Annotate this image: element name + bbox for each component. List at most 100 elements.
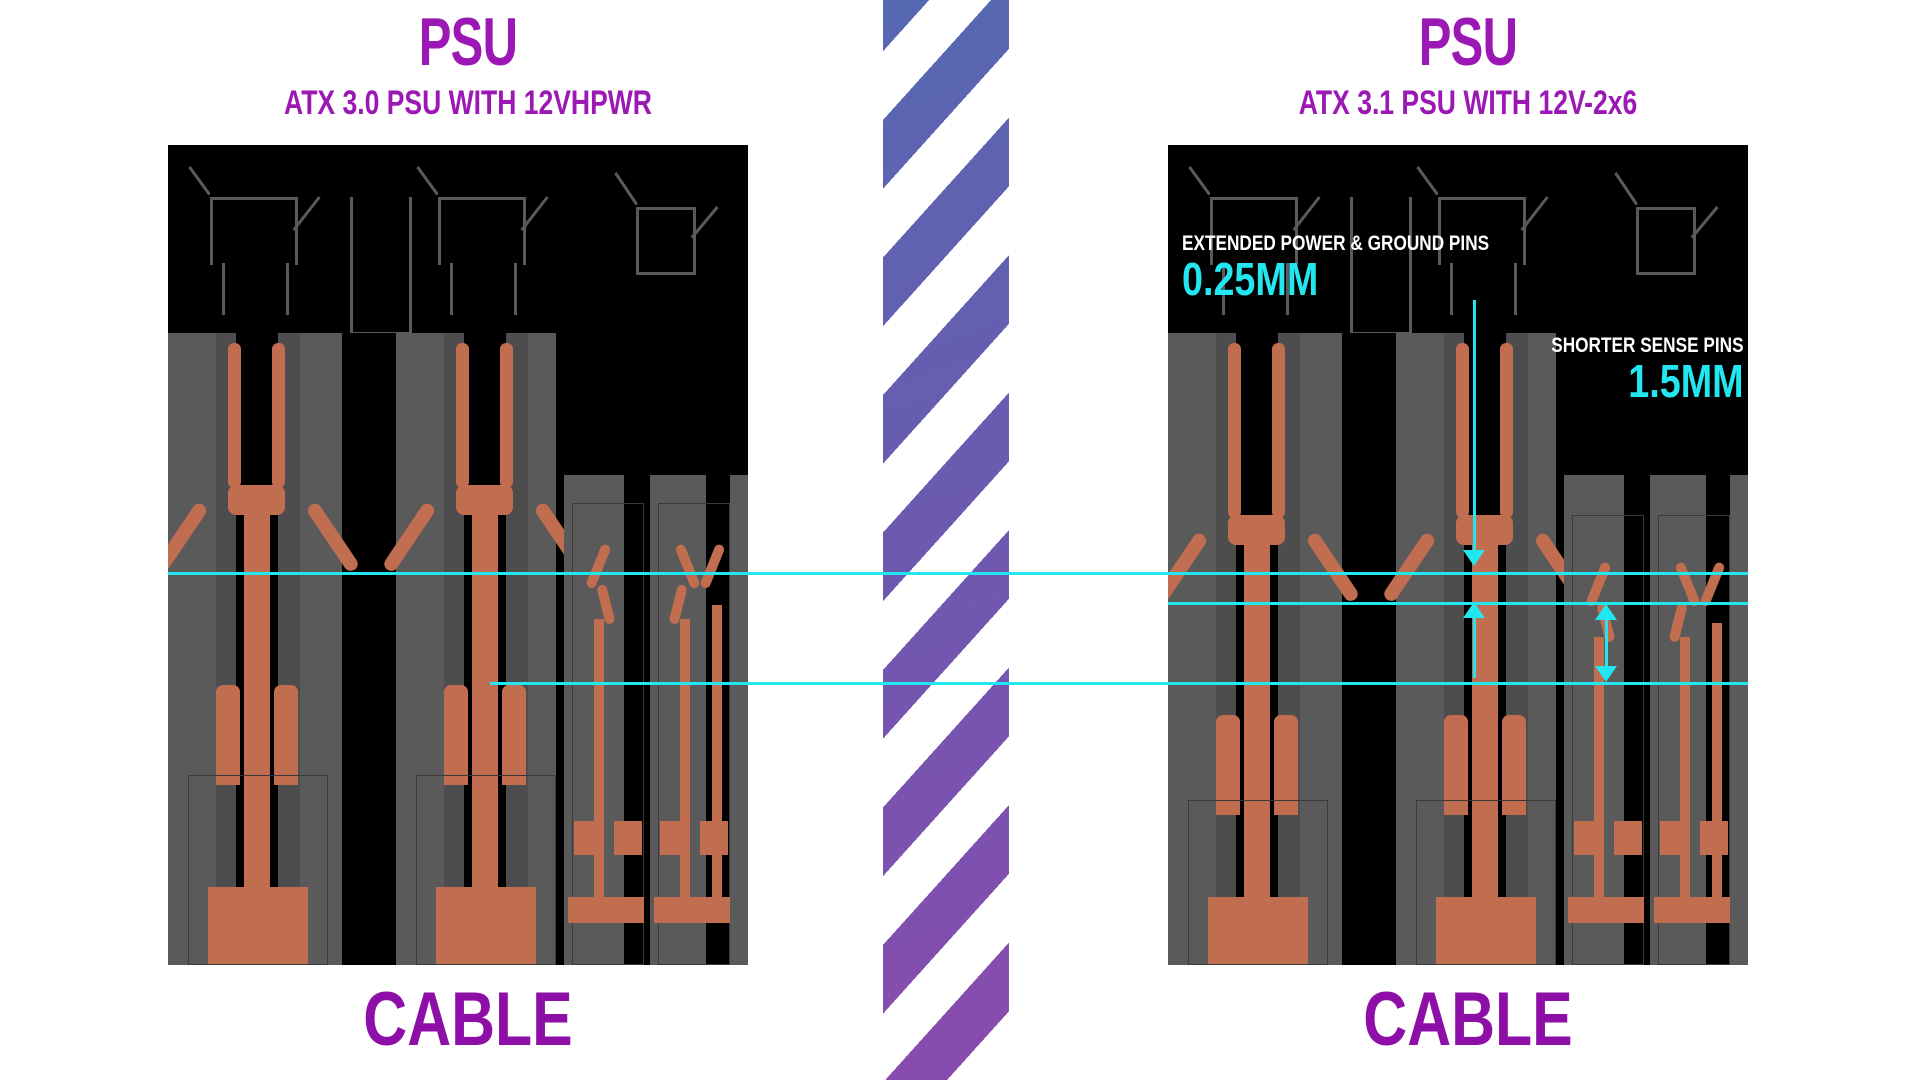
power-pin-contact (456, 343, 469, 488)
pin-slot (342, 333, 396, 823)
psu-outline-ghost (1416, 166, 1439, 196)
sense-wire-crimp (660, 821, 688, 855)
psu-outline-ghost (222, 263, 225, 315)
sense-arrow-shaft (1605, 608, 1608, 676)
pin-slot (1342, 333, 1396, 913)
power-pin-crimp (216, 685, 240, 785)
crimp-outline (416, 775, 556, 965)
wire-crimp-base (436, 887, 536, 965)
psu-outline-ghost (416, 166, 439, 196)
panel-subtitle: ATX 3.1 PSU WITH 12V-2x6 (1298, 84, 1638, 122)
panel-footer-label: CABLE (1363, 977, 1573, 1062)
power-pin-contact (1500, 343, 1513, 518)
power-pin-crimp (444, 685, 468, 785)
psu-outline-ghost (514, 263, 517, 315)
panel-subtitle: ATX 3.0 PSU WITH 12VHPWR (284, 84, 652, 122)
psu-outline-ghost (1286, 263, 1289, 315)
connector-housing (168, 333, 216, 965)
connector-housing (1396, 333, 1444, 965)
crimp-outline (1416, 800, 1556, 965)
psu-outline-ghost (286, 263, 289, 315)
sense-housing (730, 475, 748, 965)
sense-wire-crimp (654, 897, 730, 923)
power-pin-crimp (274, 685, 298, 785)
sense-pin-shank (680, 619, 690, 919)
psu-outline-ghost (210, 197, 298, 265)
power-pin-contact (1228, 343, 1241, 518)
sense-pin-slot (1624, 475, 1650, 965)
sense-wire-crimp (1660, 821, 1688, 855)
annotation-value: 0.25MM (1182, 253, 1319, 305)
connector-housing (1300, 333, 1342, 965)
psu-outline-ghost (350, 197, 412, 335)
psu-outline-ghost (1210, 197, 1298, 265)
connector-diagram-atx-30 (168, 145, 748, 965)
sense-pin-slot (624, 475, 650, 965)
power-pin-contact (1456, 343, 1469, 518)
power-pin-crimp (502, 685, 526, 785)
psu-outline-ghost (450, 263, 453, 315)
power-pin-crimp (1216, 715, 1240, 815)
sense-outline (572, 503, 644, 965)
connector-housing (1528, 333, 1556, 965)
annotation-extended-pins: EXTENDED POWER & GROUND PINS 0.25MM (1182, 233, 1557, 302)
panel-title: PSU (418, 4, 518, 80)
reference-line-upper (168, 572, 1748, 575)
annotation-sense-pins: SHORTER SENSE PINS 1.5MM (1509, 335, 1744, 404)
connector-housing (1168, 333, 1216, 965)
wire-crimp-base (1436, 897, 1536, 965)
annotation-value: 1.5MM (1628, 355, 1744, 407)
sense-pin-shank (712, 605, 722, 919)
psu-outline-ghost (1188, 166, 1211, 196)
panel-title: PSU (1418, 4, 1518, 80)
extension-arrow-shaft (1473, 300, 1476, 552)
sense-wire-crimp (574, 821, 602, 855)
power-pin-contact (1272, 343, 1285, 518)
extension-arrow-head-down (1463, 550, 1485, 566)
extension-arrow-head-up (1463, 602, 1485, 618)
power-pin-contact (272, 343, 285, 488)
sense-housing (1650, 475, 1706, 965)
diagonal-stripe-divider (883, 0, 1009, 1080)
sense-wire-crimp (1568, 897, 1644, 923)
connector-housing (528, 333, 556, 965)
annotation-heading: EXTENDED POWER & GROUND PINS (1182, 232, 1490, 255)
sense-wire-crimp (568, 897, 644, 923)
panel-atx-31: PSU ATX 3.1 PSU WITH 12V-2x6 EXTENDED PO… (1168, 0, 1768, 1080)
wire-crimp-base (1208, 897, 1308, 965)
reference-line-lower (490, 682, 1748, 685)
crimp-outline (1188, 800, 1328, 965)
sense-pin-shank (1712, 623, 1722, 921)
annotation-heading: SHORTER SENSE PINS (1551, 334, 1744, 357)
power-pin-shank (1472, 540, 1498, 720)
sense-housing (1730, 475, 1748, 965)
connector-housing (300, 333, 342, 965)
power-pin-crimp (1444, 715, 1468, 815)
sense-wire-crimp (700, 821, 728, 855)
psu-outline-ghost (1222, 263, 1225, 315)
crimp-outline (188, 775, 328, 965)
sense-wire-crimp (1574, 821, 1602, 855)
sense-pin-shank (594, 619, 604, 919)
power-pin-crimp (1502, 715, 1526, 815)
sense-pin-shank (1594, 637, 1604, 921)
panel-atx-30: PSU ATX 3.0 PSU WITH 12VHPWR (168, 0, 768, 1080)
sense-wire-crimp (1700, 821, 1728, 855)
extension-arrow-shaft-up (1473, 618, 1476, 678)
connector-diagram-atx-31: EXTENDED POWER & GROUND PINS 0.25MM SHOR… (1168, 145, 1748, 965)
sense-outline (658, 503, 730, 965)
sense-arrow-head-down (1595, 666, 1617, 682)
sense-outline (1572, 515, 1644, 965)
power-pin-crimp (1274, 715, 1298, 815)
power-pin-contact (500, 343, 513, 488)
psu-outline-ghost (1450, 263, 1453, 315)
sense-pin-shank (1680, 637, 1690, 921)
psu-outline-ghost (1636, 207, 1696, 275)
power-pin-contact (228, 343, 241, 488)
psu-outline-ghost (1514, 263, 1517, 315)
psu-outline-ghost (1438, 197, 1526, 265)
psu-outline-ghost (636, 207, 696, 275)
psu-outline-ghost (438, 197, 526, 265)
sense-outline (1658, 515, 1730, 965)
connector-housing (396, 333, 444, 965)
